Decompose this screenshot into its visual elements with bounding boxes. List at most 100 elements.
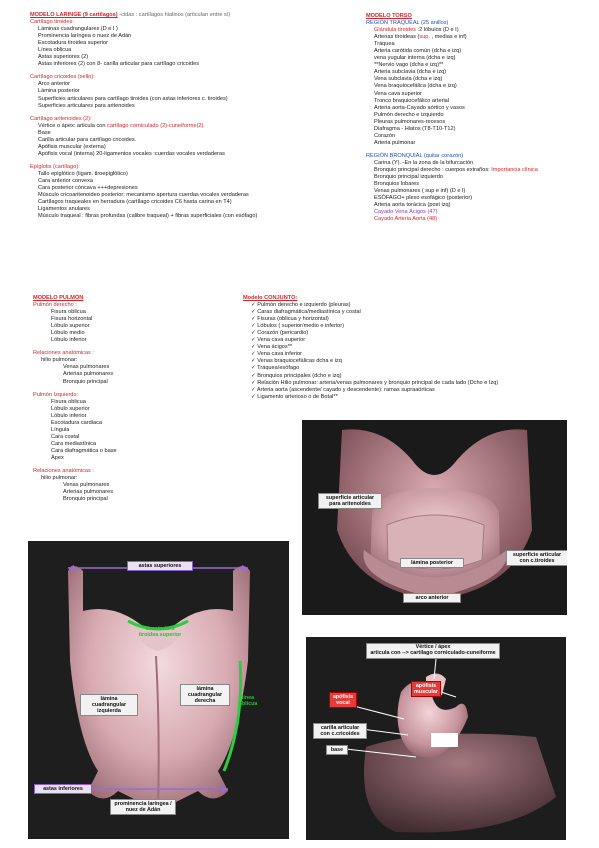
label-carilla-articular: carilla articular con c.cricoides	[313, 723, 367, 739]
list-item: Fisura oblicua	[51, 309, 86, 316]
list-item: Venas pulmonares ( sup e inf) (D e I)	[374, 188, 466, 195]
list-item: ✓ Ligamento arterioso o de Botal**	[251, 393, 338, 400]
list-item: Cara posterior cóncava +++depresiones	[38, 185, 138, 192]
epiglotis-heading: Epíglotis (cartílago):	[30, 163, 80, 170]
list-item: Venas pulmonares	[63, 364, 110, 371]
list-item: Lóbulo medio	[51, 330, 85, 337]
list-item: Tronco braquiocefálico arterial	[374, 97, 450, 104]
label-lamina-izquierda: lámina cuadrangular izquierda	[80, 694, 138, 716]
list-item: Arco anterior	[38, 81, 71, 88]
laringe-title-row: MODELO LARINGE (9 cartílagos) -cidas : c…	[30, 12, 257, 19]
list-item: Tallo epiglótico (ligam. tiroepiglótico)	[38, 170, 128, 177]
list-item: Lóbulo superior	[51, 405, 90, 412]
conjunto-title: Modelo CONJUNTO:	[243, 295, 298, 301]
list-item: Escotadura tiroidea superior	[38, 40, 108, 47]
list-item: Vena braquiocefálica (dcha e izq)	[374, 83, 457, 90]
label-prominencia: prominencia laríngea / nuez de Adán	[110, 799, 176, 815]
cricoides-figure: superficie articular para aritenoides lá…	[302, 420, 567, 615]
list-item: Arteria subclavia (dcha e izq)	[374, 69, 447, 76]
list-item: Tráquea	[374, 41, 395, 48]
list-item: ✓ Vena ácigos**	[251, 344, 293, 351]
tiroides-figure: astas superiores escotadura tiroidea sup…	[28, 541, 289, 839]
laringe-title: MODELO LARINGE (9 cartílagos)	[30, 12, 118, 18]
traqueal-heading: REGIÓN TRAQUEAL (25 anillos)	[366, 20, 449, 27]
list-item: ✓ Lóbulos ( superior/medio e inferior)	[251, 323, 344, 330]
list-item: **Nervio vago (dcha e izq)**	[374, 62, 444, 69]
label-sup-aritenoides: superficie articular para aritenoides	[318, 493, 382, 509]
list-item: Carilla articular para cartílago cricoid…	[38, 136, 137, 143]
list-item: ✓ Tráquea/esófago	[251, 365, 300, 372]
list-item: Carina (Y). -En la zona de la bifurcació…	[374, 159, 474, 166]
list-item: ✓ Bronquios principales (dcho e izq)	[251, 372, 342, 379]
torso-section: MODELO TORSO REGIÓN TRAQUEAL (25 anillos…	[366, 13, 538, 223]
label-apofisis-vocal: apófisis vocal	[329, 692, 357, 708]
list-item: ✓ Fisuras (oblicua y horizontal)	[251, 316, 329, 323]
list-item: Cara diafragmática o base	[51, 447, 117, 454]
pulmon-section: MODELO PULMÓN Pulmón derecho : Fisura ob…	[33, 295, 117, 503]
torso-title: MODELO TORSO	[366, 13, 412, 19]
list-item: Venas pulmonares	[63, 482, 110, 489]
list-item: Astas superiores (2)	[38, 54, 89, 61]
list-item: Cayado Arteria Aorta (48)	[374, 216, 438, 223]
list-item: Bronquio principal izquierdo	[374, 174, 444, 181]
list-item: Corazón	[374, 132, 396, 139]
list-item: Lóbulo inferior	[51, 337, 87, 344]
tiroides-illustration	[68, 565, 250, 811]
list-item: Pleuras pulmonares-recesos	[374, 118, 446, 125]
list-item: Bronquio principal	[63, 496, 108, 503]
list-item: Apófisis vocal (interna) 20-ligamentos v…	[38, 150, 225, 157]
list-item: Arterias pulmonares	[63, 489, 114, 496]
list-item: Superficies articulares para aritenoides	[38, 102, 135, 109]
list-item: hilio pulmonar:	[41, 357, 78, 364]
list-item: Arteria aorta torácica (post izq)	[374, 202, 451, 209]
label-base: base	[326, 745, 348, 755]
list-item: Base	[38, 129, 51, 136]
label-apofisis-muscular: apófisis muscular	[411, 681, 441, 697]
cricoides-illustration	[337, 429, 532, 600]
list-item: Lóbulo superior	[51, 323, 90, 330]
list-item: Cara mediastínica	[51, 440, 97, 447]
list-item: Glándula tiroides :2 lóbulos (D e I)	[374, 27, 459, 34]
list-item: ESÓFAGO+ plexo esofágico (posterior)	[374, 195, 473, 202]
bronquial-heading: REGIÓN BRONQUIAL (quitar corazón)	[366, 152, 464, 159]
list-item: Diafragma - Hiatos (T8-T10-T12)	[374, 125, 456, 132]
list-item: Lámina posterior	[38, 88, 80, 95]
list-item: Línea oblicua	[38, 47, 72, 54]
conjunto-section: Modelo CONJUNTO: ✓ Pulmón derecho e izqu…	[243, 295, 498, 401]
list-item: Ligamentos anulares	[38, 206, 90, 213]
list-item: ✓ Relación Hilio pulmonar: arteria/venas…	[251, 379, 499, 386]
list-item: Cara anterior convexa	[38, 177, 94, 184]
aritenoides-figure: Vértice / ápex articula con --> cartílag…	[306, 637, 566, 840]
list-item: Superficies articulares para cartílago t…	[38, 95, 228, 102]
relaciones-heading: Relaciones anatómicas :	[33, 350, 94, 357]
list-item: ✓ Vena cava inferior	[251, 351, 303, 358]
list-item: Arteria carótida común (dcha e izq)	[374, 48, 462, 55]
pulmon-title: MODELO PULMÓN	[33, 295, 84, 301]
label-sup-tiroides: superficie articular con c.tiroides	[506, 550, 567, 566]
list-item: Fisura oblicua	[51, 398, 86, 405]
list-item: Bronquio principal derecho : cuerpos ext…	[374, 166, 538, 173]
list-item: Músculo cricoaritenoideo posterior: meca…	[38, 192, 249, 199]
list-item: Lóbulo inferior	[51, 412, 87, 419]
laringe-title-note: -cidas : cartílagos hialinos (articulan …	[119, 12, 231, 18]
list-item: Língula	[51, 426, 70, 433]
tiroides-heading: Cartílago tiroides:	[30, 19, 74, 26]
list-item: Astas inferiores (2) con 8- carilla arti…	[38, 61, 200, 68]
list-item: Láminas cuadrangulares (D e I )	[38, 26, 118, 33]
list-item: hilio pulmonar:	[41, 475, 78, 482]
list-item: ✓ Arteria aorta (ascendente/ cayado y de…	[251, 386, 435, 393]
list-item: Vena subclavia (dcha e izq)	[374, 76, 443, 83]
list-item: Arterias tiroideas (sup. , medias e inf)	[374, 34, 467, 41]
cricoides-heading: Cartílago cricoides (sello):	[30, 74, 95, 81]
list-item: Arterias pulmonares	[63, 371, 114, 378]
label-linea-oblicua: línea oblicua	[238, 695, 258, 707]
list-item: Cayado Vena Ácigos (47)	[374, 209, 438, 216]
list-item: Escotadura cardiaca	[51, 419, 102, 426]
laringe-section: MODELO LARINGE (9 cartílagos) -cidas : c…	[30, 12, 257, 220]
list-item: Bronquio principal	[63, 378, 108, 385]
list-item: Bronquios lobares	[374, 181, 420, 188]
label-lamina-posterior: lámina posterior	[400, 558, 464, 568]
list-item: vena yugular interna (dcha e izq)	[374, 55, 456, 62]
list-item: Fisura horizontal	[51, 316, 93, 323]
label-arco-anterior: arco anterior	[403, 593, 461, 603]
